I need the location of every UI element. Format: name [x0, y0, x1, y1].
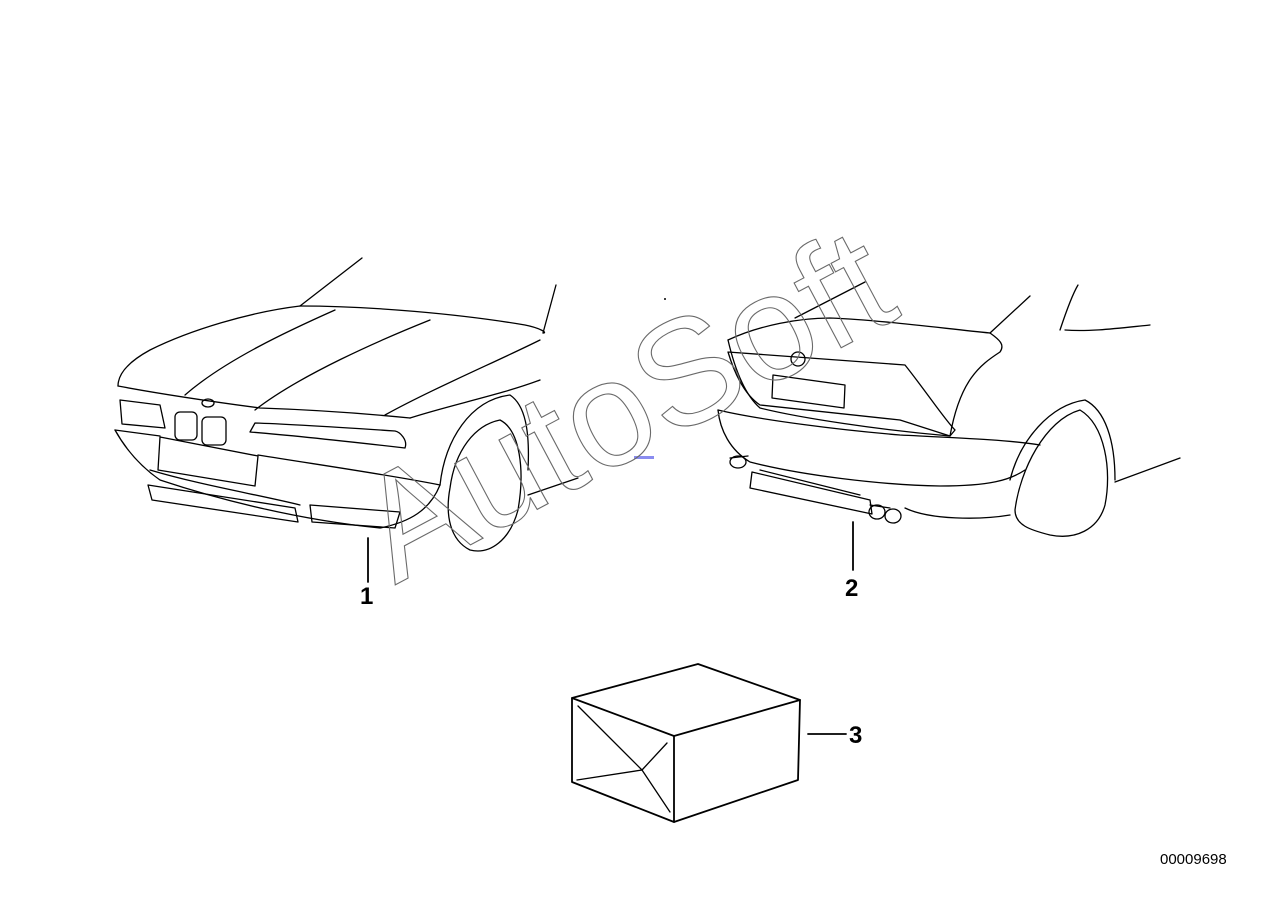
callout-1: 1 — [360, 537, 373, 610]
marker-dash — [634, 456, 654, 459]
document-number: 00009698 — [1160, 851, 1227, 868]
callout-label-2: 2 — [845, 575, 858, 602]
callout-3: 3 — [807, 722, 862, 749]
stray-dot — [664, 298, 666, 300]
callout-label-3: 3 — [849, 722, 862, 749]
watermark: AutoSoft — [331, 195, 918, 613]
kit-box-illustration — [571, 663, 801, 823]
rear-car-illustration — [717, 281, 1181, 537]
callout-2: 2 — [845, 521, 858, 602]
callout-label-1: 1 — [360, 583, 373, 610]
front-car-illustration — [114, 257, 579, 552]
